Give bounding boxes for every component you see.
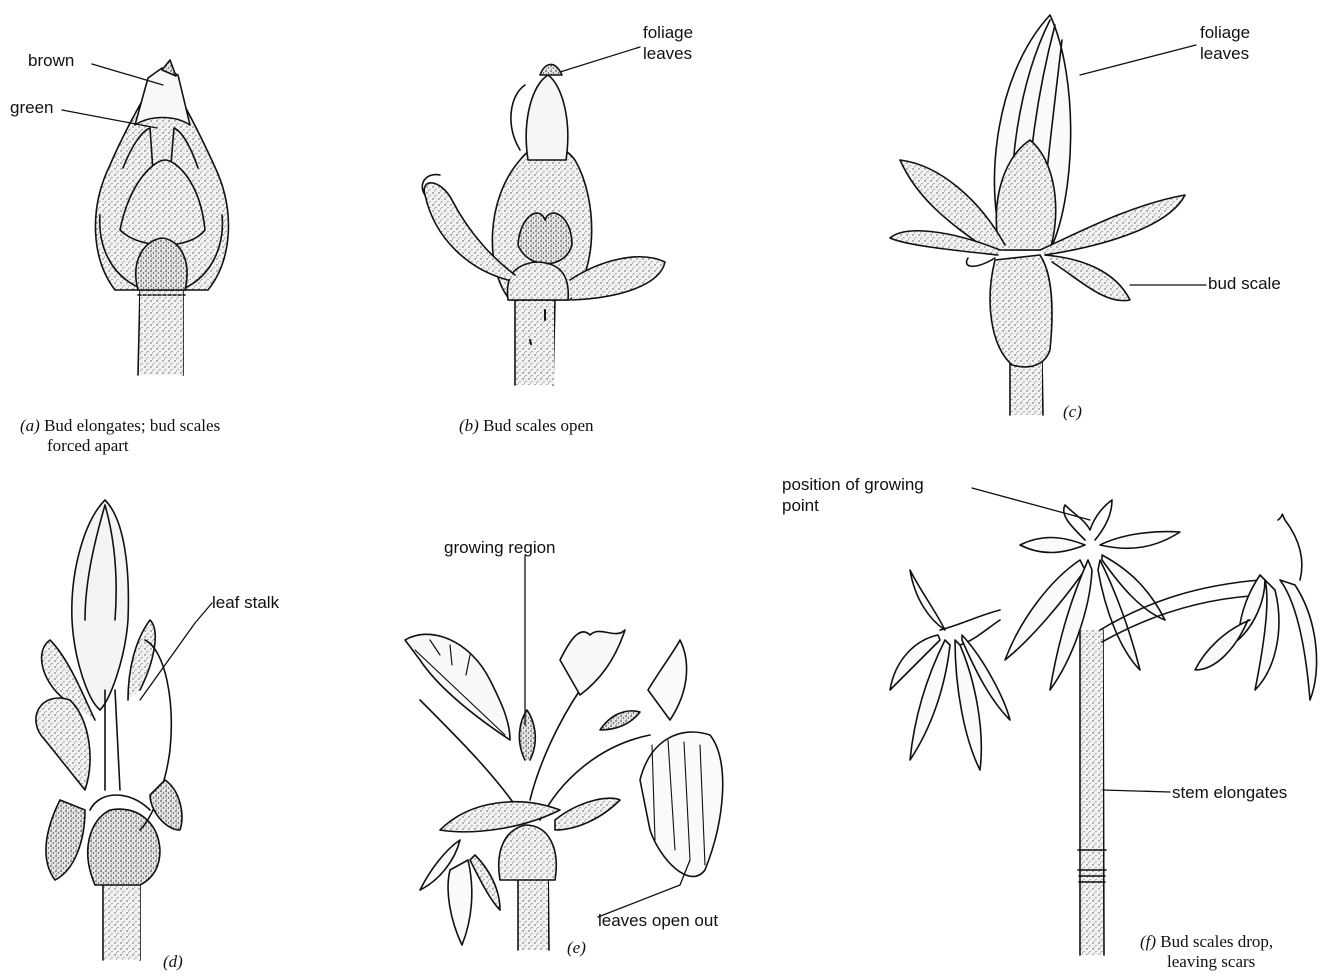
caption-c: (c) xyxy=(1063,402,1082,422)
label-growing-region: growing region xyxy=(444,537,556,558)
caption-a-text: Bud elongates; bud scales xyxy=(44,416,220,435)
label-stem-elongates: stem elongates xyxy=(1172,782,1287,803)
bud-f-illustration xyxy=(890,500,1317,955)
caption-f: (f) Bud scales drop, leaving scars xyxy=(1140,932,1273,972)
caption-d-letter: (d) xyxy=(163,952,183,971)
label-position-of-growing-point: position of growing point xyxy=(782,474,924,516)
label-foliage-leaves-b: foliage leaves xyxy=(643,22,693,64)
label-leaves-open-out: leaves open out xyxy=(598,910,718,931)
caption-a: (a) Bud elongates; bud scales forced apa… xyxy=(20,416,220,456)
label-brown: brown xyxy=(28,50,74,71)
caption-f-text: Bud scales drop, xyxy=(1160,932,1273,951)
label-green: green xyxy=(10,97,53,118)
caption-b-text: Bud scales open xyxy=(483,416,593,435)
bud-e-illustration xyxy=(405,630,723,950)
caption-c-letter: (c) xyxy=(1063,402,1082,421)
caption-b-letter: (b) xyxy=(459,416,479,435)
label-leaf-stalk: leaf stalk xyxy=(212,592,279,613)
caption-d: (d) xyxy=(163,952,183,972)
label-foliage-leaves-c: foliage leaves xyxy=(1200,22,1250,64)
bud-c-illustration xyxy=(890,15,1185,415)
label-bud-scale: bud scale xyxy=(1208,273,1281,294)
caption-e: (e) xyxy=(567,938,586,958)
bud-b-illustration xyxy=(422,64,665,385)
bud-d-illustration xyxy=(36,500,182,960)
caption-a-text-2: forced apart xyxy=(20,436,129,455)
caption-f-text-2: leaving scars xyxy=(1140,952,1255,971)
caption-f-letter: (f) xyxy=(1140,932,1156,951)
caption-a-letter: (a) xyxy=(20,416,40,435)
caption-b: (b) Bud scales open xyxy=(459,416,594,436)
caption-e-letter: (e) xyxy=(567,938,586,957)
bud-a-illustration xyxy=(95,60,228,375)
